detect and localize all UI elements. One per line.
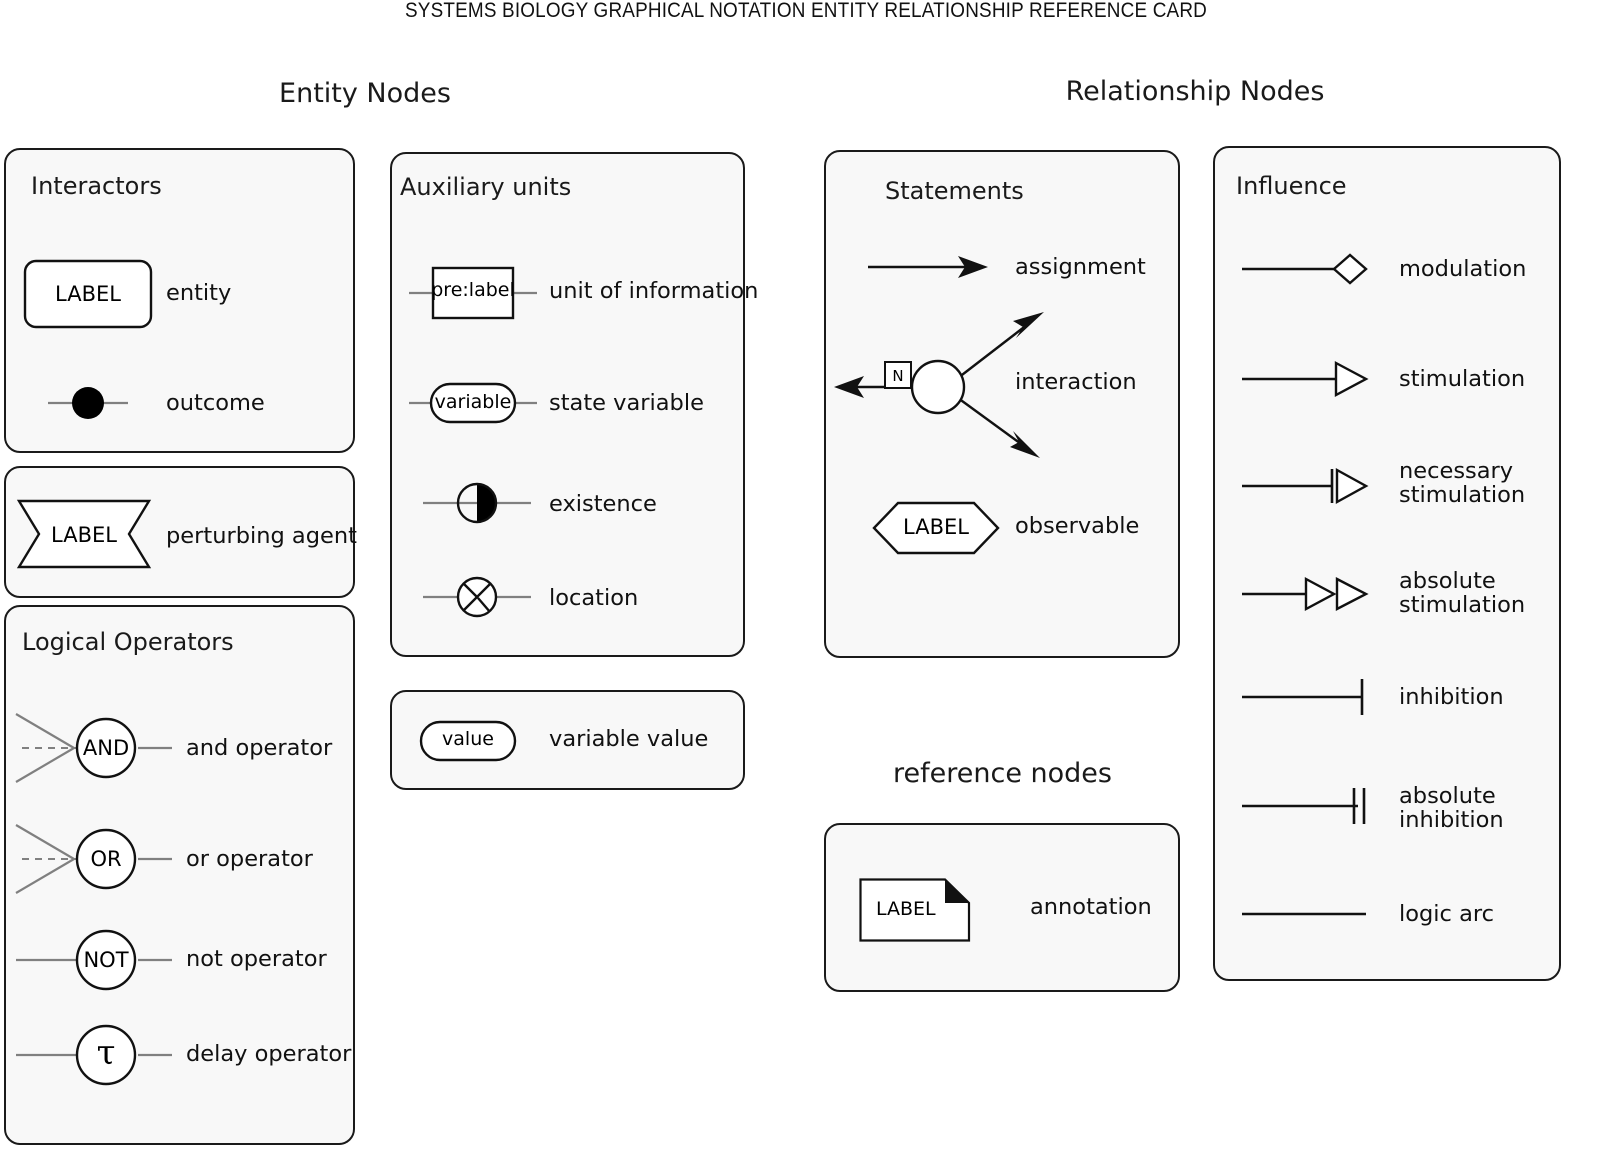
- annotation-node-label: LABEL: [876, 898, 936, 920]
- entity-node-label: LABEL: [55, 282, 121, 306]
- row-label-stimulation: stimulation: [1399, 366, 1526, 392]
- perturbing-agent-label: LABEL: [51, 523, 117, 547]
- row-label-state-variable: state variable: [549, 390, 704, 416]
- interaction-node-glyph: [830, 295, 1050, 480]
- page-title: SYSTEMS BIOLOGY GRAPHICAL NOTATION ENTIT…: [404, 0, 1208, 22]
- absolute-inhibition-arc-glyph: [1240, 785, 1370, 827]
- row-label-existence: existence: [549, 491, 657, 517]
- section-title-relationship-nodes: Relationship Nodes: [1065, 76, 1325, 107]
- absolute-stimulation-arc-glyph: [1240, 573, 1370, 615]
- and-operator-label: AND: [82, 736, 130, 760]
- existence-glyph: [422, 478, 532, 528]
- row-label-and-operator: and operator: [186, 735, 333, 761]
- state-variable-glyph: [408, 378, 538, 428]
- row-label-annotation: annotation: [1030, 894, 1152, 920]
- or-operator-glyph: [14, 815, 174, 903]
- row-label-outcome: outcome: [166, 390, 265, 416]
- interaction-cardinality-label: N: [892, 367, 904, 385]
- row-label-observable: observable: [1015, 513, 1140, 539]
- location-glyph: [422, 572, 532, 622]
- outcome-node-glyph: [46, 380, 130, 426]
- variable-value-glyph: [419, 720, 517, 762]
- row-label-absolute-inhibition: absolute inhibition: [1399, 783, 1504, 834]
- or-operator-label: OR: [90, 847, 122, 871]
- row-label-delay-operator: delay operator: [186, 1041, 352, 1067]
- section-title-entity-nodes: Entity Nodes: [279, 78, 451, 109]
- entity-node-glyph: [22, 258, 154, 330]
- delay-operator-label: τ: [96, 1033, 116, 1073]
- assignment-arrow-glyph: [866, 248, 990, 286]
- row-label-modulation: modulation: [1399, 256, 1527, 282]
- panel-title-influence: Influence: [1236, 172, 1347, 200]
- row-label-absolute-stimulation: absolute stimulation: [1399, 568, 1526, 619]
- row-label-location: location: [549, 585, 639, 611]
- row-label-or-operator: or operator: [186, 846, 313, 872]
- row-label-interaction: interaction: [1015, 369, 1137, 395]
- stimulation-arc-glyph: [1240, 358, 1370, 400]
- not-operator-label: NOT: [83, 948, 129, 972]
- row-label-necessary-stimulation: necessary stimulation: [1399, 458, 1526, 509]
- row-label-perturbing-agent: perturbing agent: [166, 523, 357, 549]
- logic-arc-glyph: [1240, 893, 1370, 935]
- panel-title-interactors: Interactors: [31, 172, 162, 200]
- variable-value-node-label: value: [442, 728, 494, 750]
- row-label-unit-of-information: unit of information: [549, 278, 759, 304]
- row-label-variable-value: variable value: [549, 726, 709, 752]
- row-label-not-operator: not operator: [186, 946, 327, 972]
- annotation-note-glyph: [859, 878, 971, 942]
- section-title-reference-nodes: reference nodes: [893, 758, 1112, 789]
- delay-operator-glyph: [14, 1011, 174, 1099]
- necessary-stimulation-arc-glyph: [1240, 465, 1370, 507]
- panel-title-statements: Statements: [885, 177, 1024, 205]
- state-variable-label: variable: [434, 391, 512, 413]
- panel-influence: [1213, 146, 1561, 981]
- observable-node-label: LABEL: [903, 515, 969, 539]
- observable-node-glyph: [872, 500, 1000, 556]
- and-operator-glyph: [14, 704, 174, 792]
- panel-title-logical-operators: Logical Operators: [22, 628, 234, 656]
- perturbing-agent-glyph: [16, 498, 152, 570]
- not-operator-glyph: [14, 916, 174, 1004]
- unit-of-information-label: pre:label: [431, 279, 515, 301]
- row-label-inhibition: inhibition: [1399, 684, 1504, 710]
- row-label-logic-arc: logic arc: [1399, 901, 1494, 927]
- inhibition-arc-glyph: [1240, 676, 1370, 718]
- unit-of-information-glyph: [408, 264, 538, 322]
- modulation-arc-glyph: [1240, 248, 1370, 290]
- panel-title-auxiliary-units: Auxiliary units: [400, 173, 572, 201]
- row-label-assignment: assignment: [1015, 254, 1146, 280]
- panel-statements: [824, 150, 1180, 658]
- row-label-entity: entity: [166, 280, 232, 306]
